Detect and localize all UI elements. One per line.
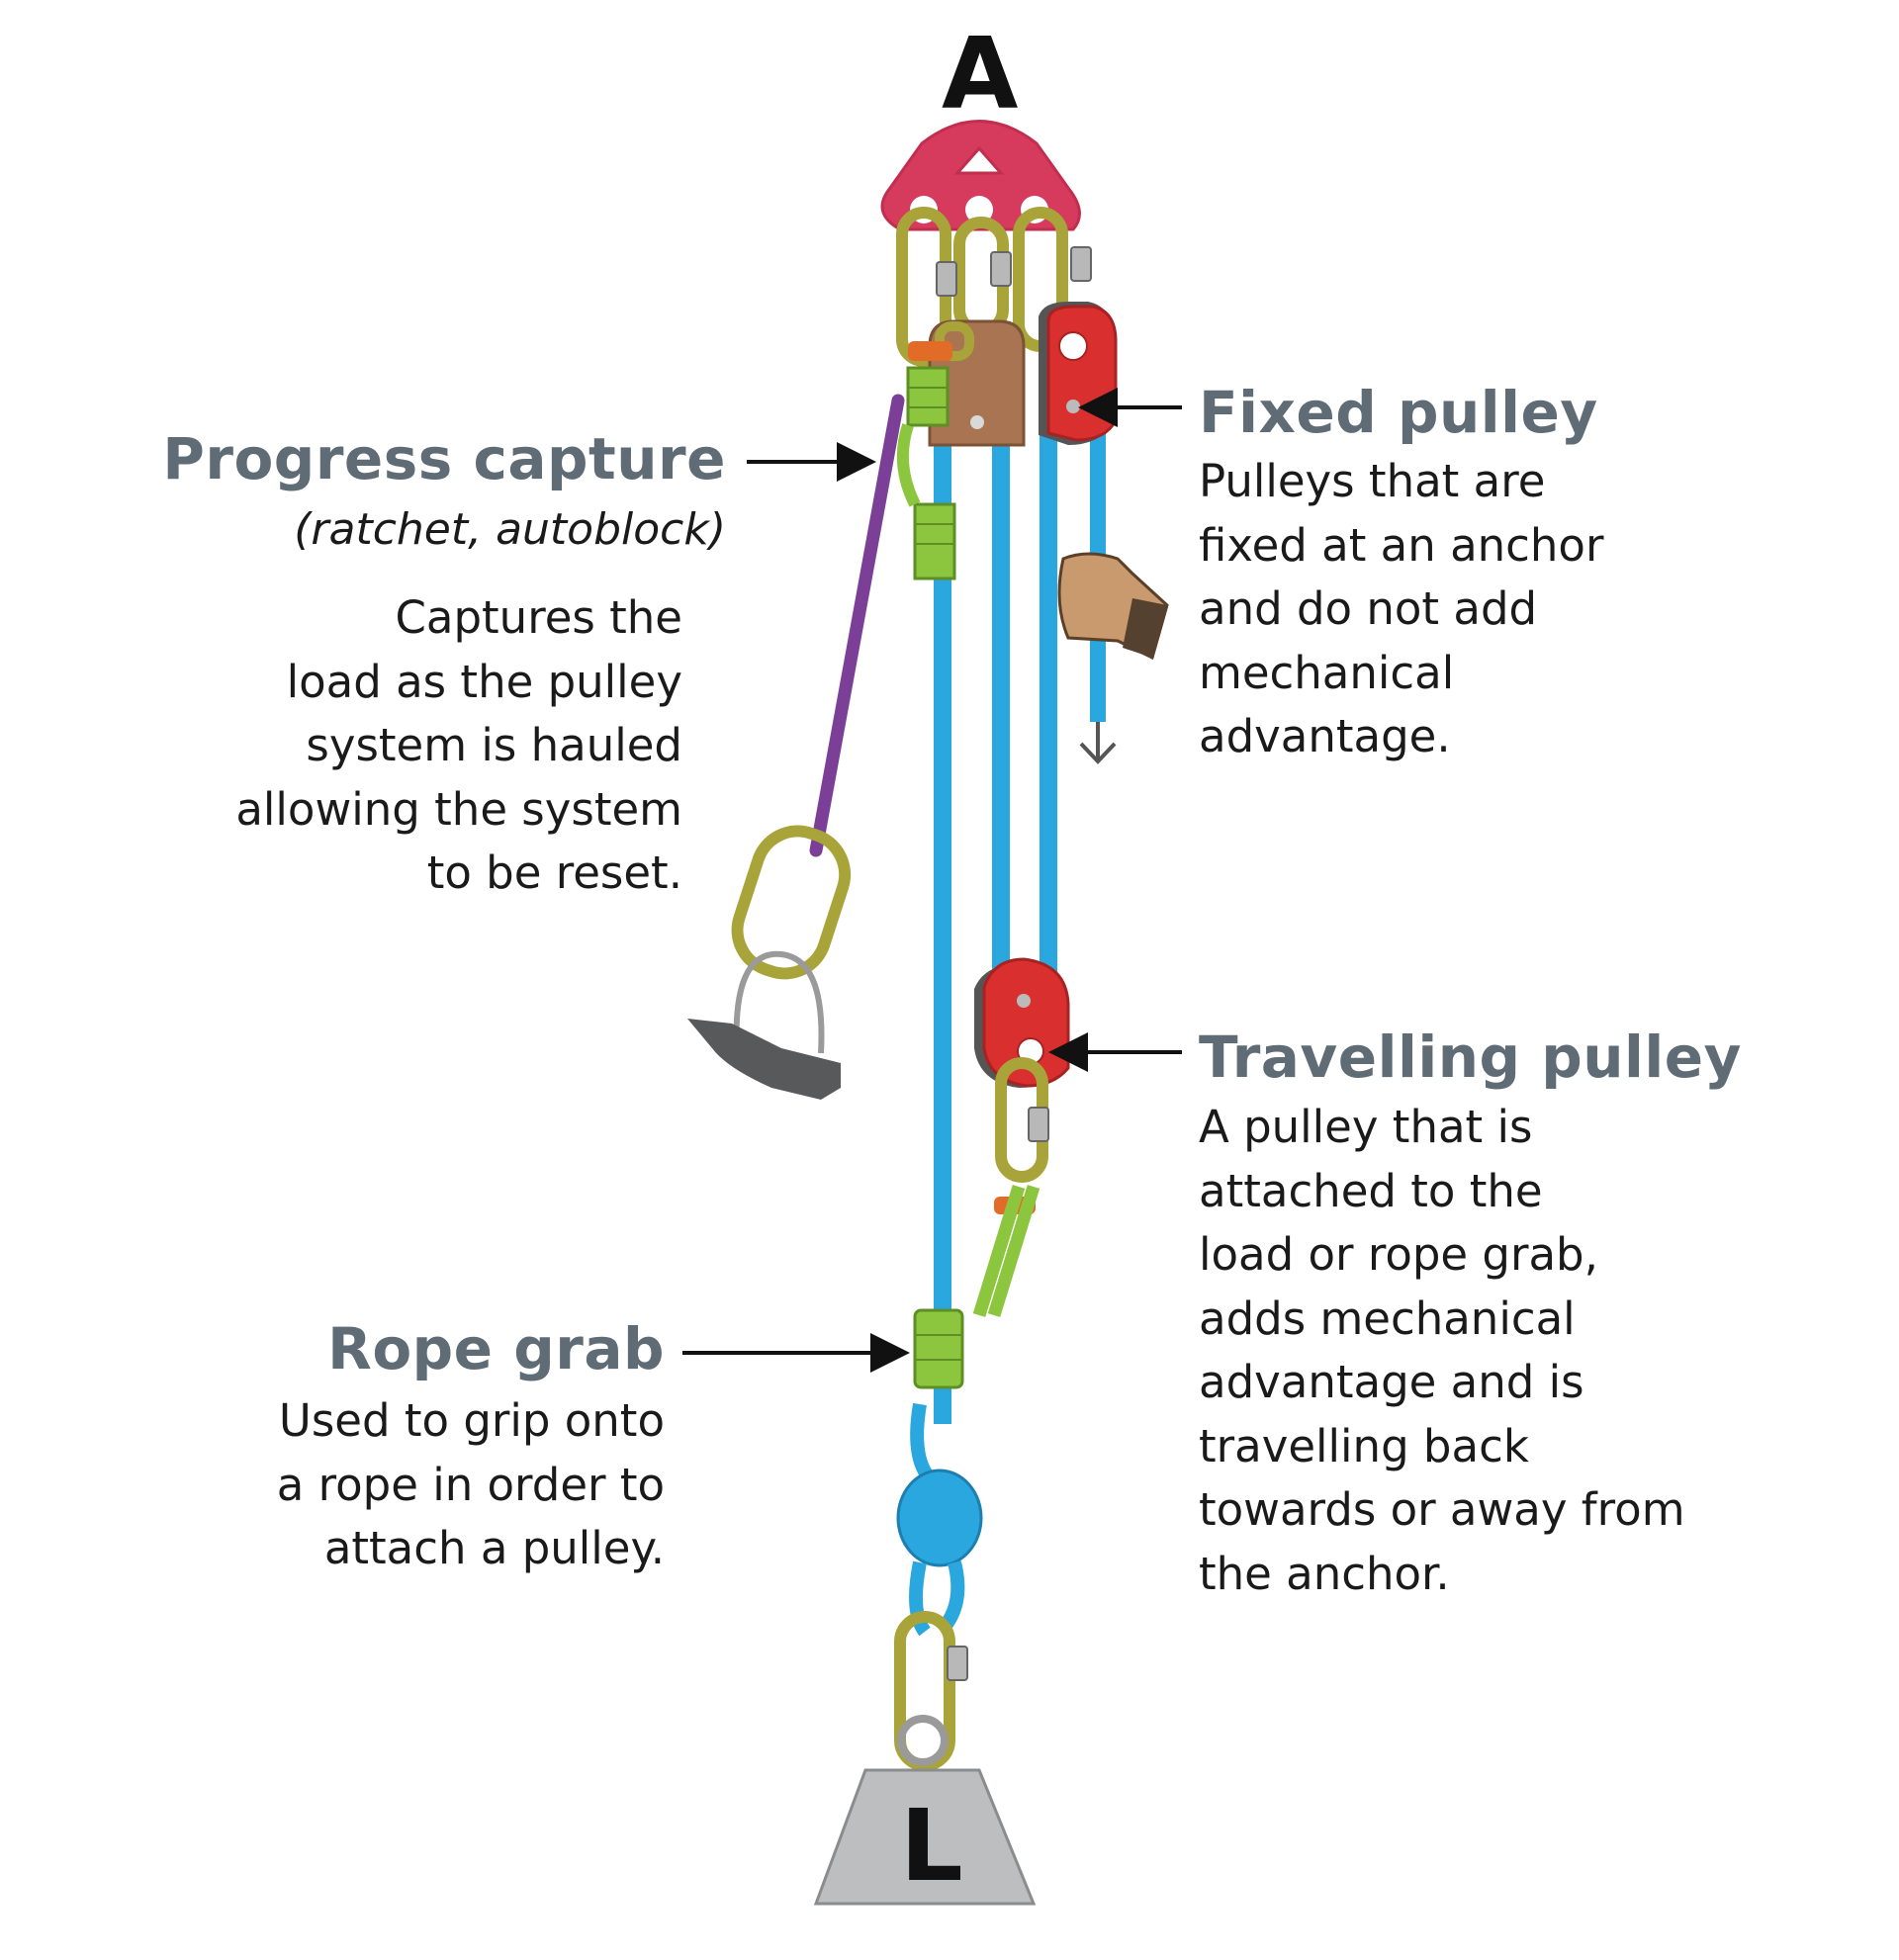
haul-arrow-icon: [1079, 742, 1117, 764]
rope-grab-line: a rope in order to: [276, 1458, 665, 1511]
progress-capture-line: Captures the: [395, 591, 682, 644]
foot-loop-cord: [733, 950, 825, 1054]
load-weight: [813, 1715, 1037, 1906]
progress-capture-description: Captures the load as the pulley system i…: [235, 586, 682, 906]
travelling-pulley-line: attached to the: [1199, 1164, 1543, 1217]
fixed-pulley-line: fixed at an anchor: [1199, 518, 1604, 572]
rope-grab-description: Used to grip onto a rope in order to att…: [277, 1389, 665, 1581]
load-carabiner-gate: [947, 1646, 968, 1681]
fixed-pulley-line: advantage.: [1199, 710, 1451, 762]
progress-capture-prusik: [896, 341, 956, 580]
travelling-pulley-description: A pulley that is attached to the load or…: [1199, 1096, 1685, 1606]
travelling-pulley-line: load or rope grab,: [1199, 1228, 1598, 1281]
fixed-pulley-line: and do not add: [1199, 582, 1538, 635]
progress-capture-line: allowing the system: [235, 782, 682, 836]
travelling-pulley-line: adds mechanical: [1199, 1292, 1576, 1345]
progress-capture-line: to be reset.: [426, 846, 682, 899]
hand-icon: [1057, 552, 1169, 661]
travelling-pulley-line: the anchor.: [1199, 1547, 1450, 1600]
fixed-pulley-line: mechanical: [1199, 646, 1455, 699]
figure-eight-knot: [896, 1402, 983, 1637]
purple-rope: [809, 394, 905, 857]
rope-grab-line: Used to grip onto: [278, 1394, 665, 1447]
fixed-pulley-line: Pulleys that are: [1199, 455, 1546, 507]
progress-capture-subtitle: (ratchet, autoblock): [294, 504, 726, 555]
progress-capture-line: load as the pulley: [286, 655, 682, 708]
foot-loop-carabiner: [731, 825, 852, 980]
progress-capture-line: system is hauled: [306, 719, 682, 771]
foot-stirrup: [687, 1019, 841, 1100]
anchor-plate: [880, 120, 1081, 231]
travelling-pulley-line: advantage and is: [1199, 1356, 1584, 1408]
travelling-pulley-line: travelling back: [1199, 1419, 1529, 1472]
fixed-pulley-title: Fixed pulley: [1199, 379, 1598, 446]
fixed-pulley-red: [1039, 302, 1118, 445]
load-letter: L: [900, 1788, 963, 1904]
progress-capture-title: Progress capture: [162, 425, 726, 492]
fixed-pulley-description: Pulleys that are fixed at an anchor and …: [1199, 450, 1603, 769]
travelling-carabiner-gate: [1028, 1107, 1049, 1142]
rope-grab-line: attach a pulley.: [323, 1522, 665, 1574]
travelling-pulley-line: A pulley that is: [1199, 1101, 1533, 1153]
anchor-letter: A: [942, 16, 1019, 132]
travelling-pulley-line: towards or away from: [1199, 1483, 1685, 1536]
rope-grab-title: Rope grab: [327, 1315, 665, 1382]
rope-grab-prusik: [913, 1185, 1040, 1389]
carabiner-gates: [936, 246, 1092, 297]
travelling-pulley-title: Travelling pulley: [1199, 1024, 1742, 1091]
